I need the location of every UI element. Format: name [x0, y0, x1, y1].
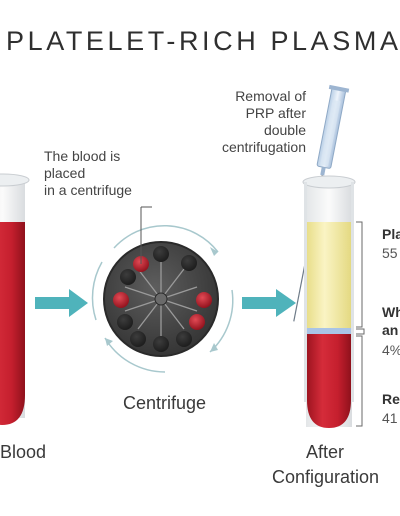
after-label: After [306, 442, 345, 462]
configuration-label: Configuration [272, 467, 380, 487]
blood-tube [0, 173, 30, 425]
callout-line: in a centrifuge [44, 182, 132, 198]
separated-tube [302, 175, 356, 428]
callout-line: placed [44, 165, 86, 181]
plasma-layer-percent: 55 [382, 245, 398, 261]
callout-line: double [263, 122, 306, 138]
arrow-right-icon [35, 289, 88, 317]
centrifuge-step-callout: The blood is placed in a centrifuge [44, 148, 132, 199]
arrow-right-icon [242, 289, 296, 317]
blood-label: Blood [0, 442, 47, 462]
plasma-layer-title: Pla [382, 226, 400, 242]
buffy-layer-percent: 4% [382, 342, 400, 358]
buffy-layer-title-2: an [382, 322, 399, 338]
layer-brackets [356, 221, 365, 427]
callout-line: centrifugation [221, 139, 306, 155]
red-layer-percent: 41 [382, 410, 398, 426]
callout-line: The blood is [44, 148, 121, 164]
callout-line: Removal of [235, 88, 306, 104]
removal-step-callout: Removal of PRP after double centrifugati… [216, 88, 306, 156]
centrifuge-label: Centrifuge [123, 393, 207, 413]
centrifuge-icon [91, 206, 234, 373]
page-title: PLATELET-RICH PLASMA [6, 26, 400, 56]
red-layer-title: Re [382, 391, 400, 407]
callout-line: PRP after [245, 105, 306, 121]
syringe-icon [293, 84, 350, 322]
buffy-layer-title: Wh [382, 304, 400, 320]
